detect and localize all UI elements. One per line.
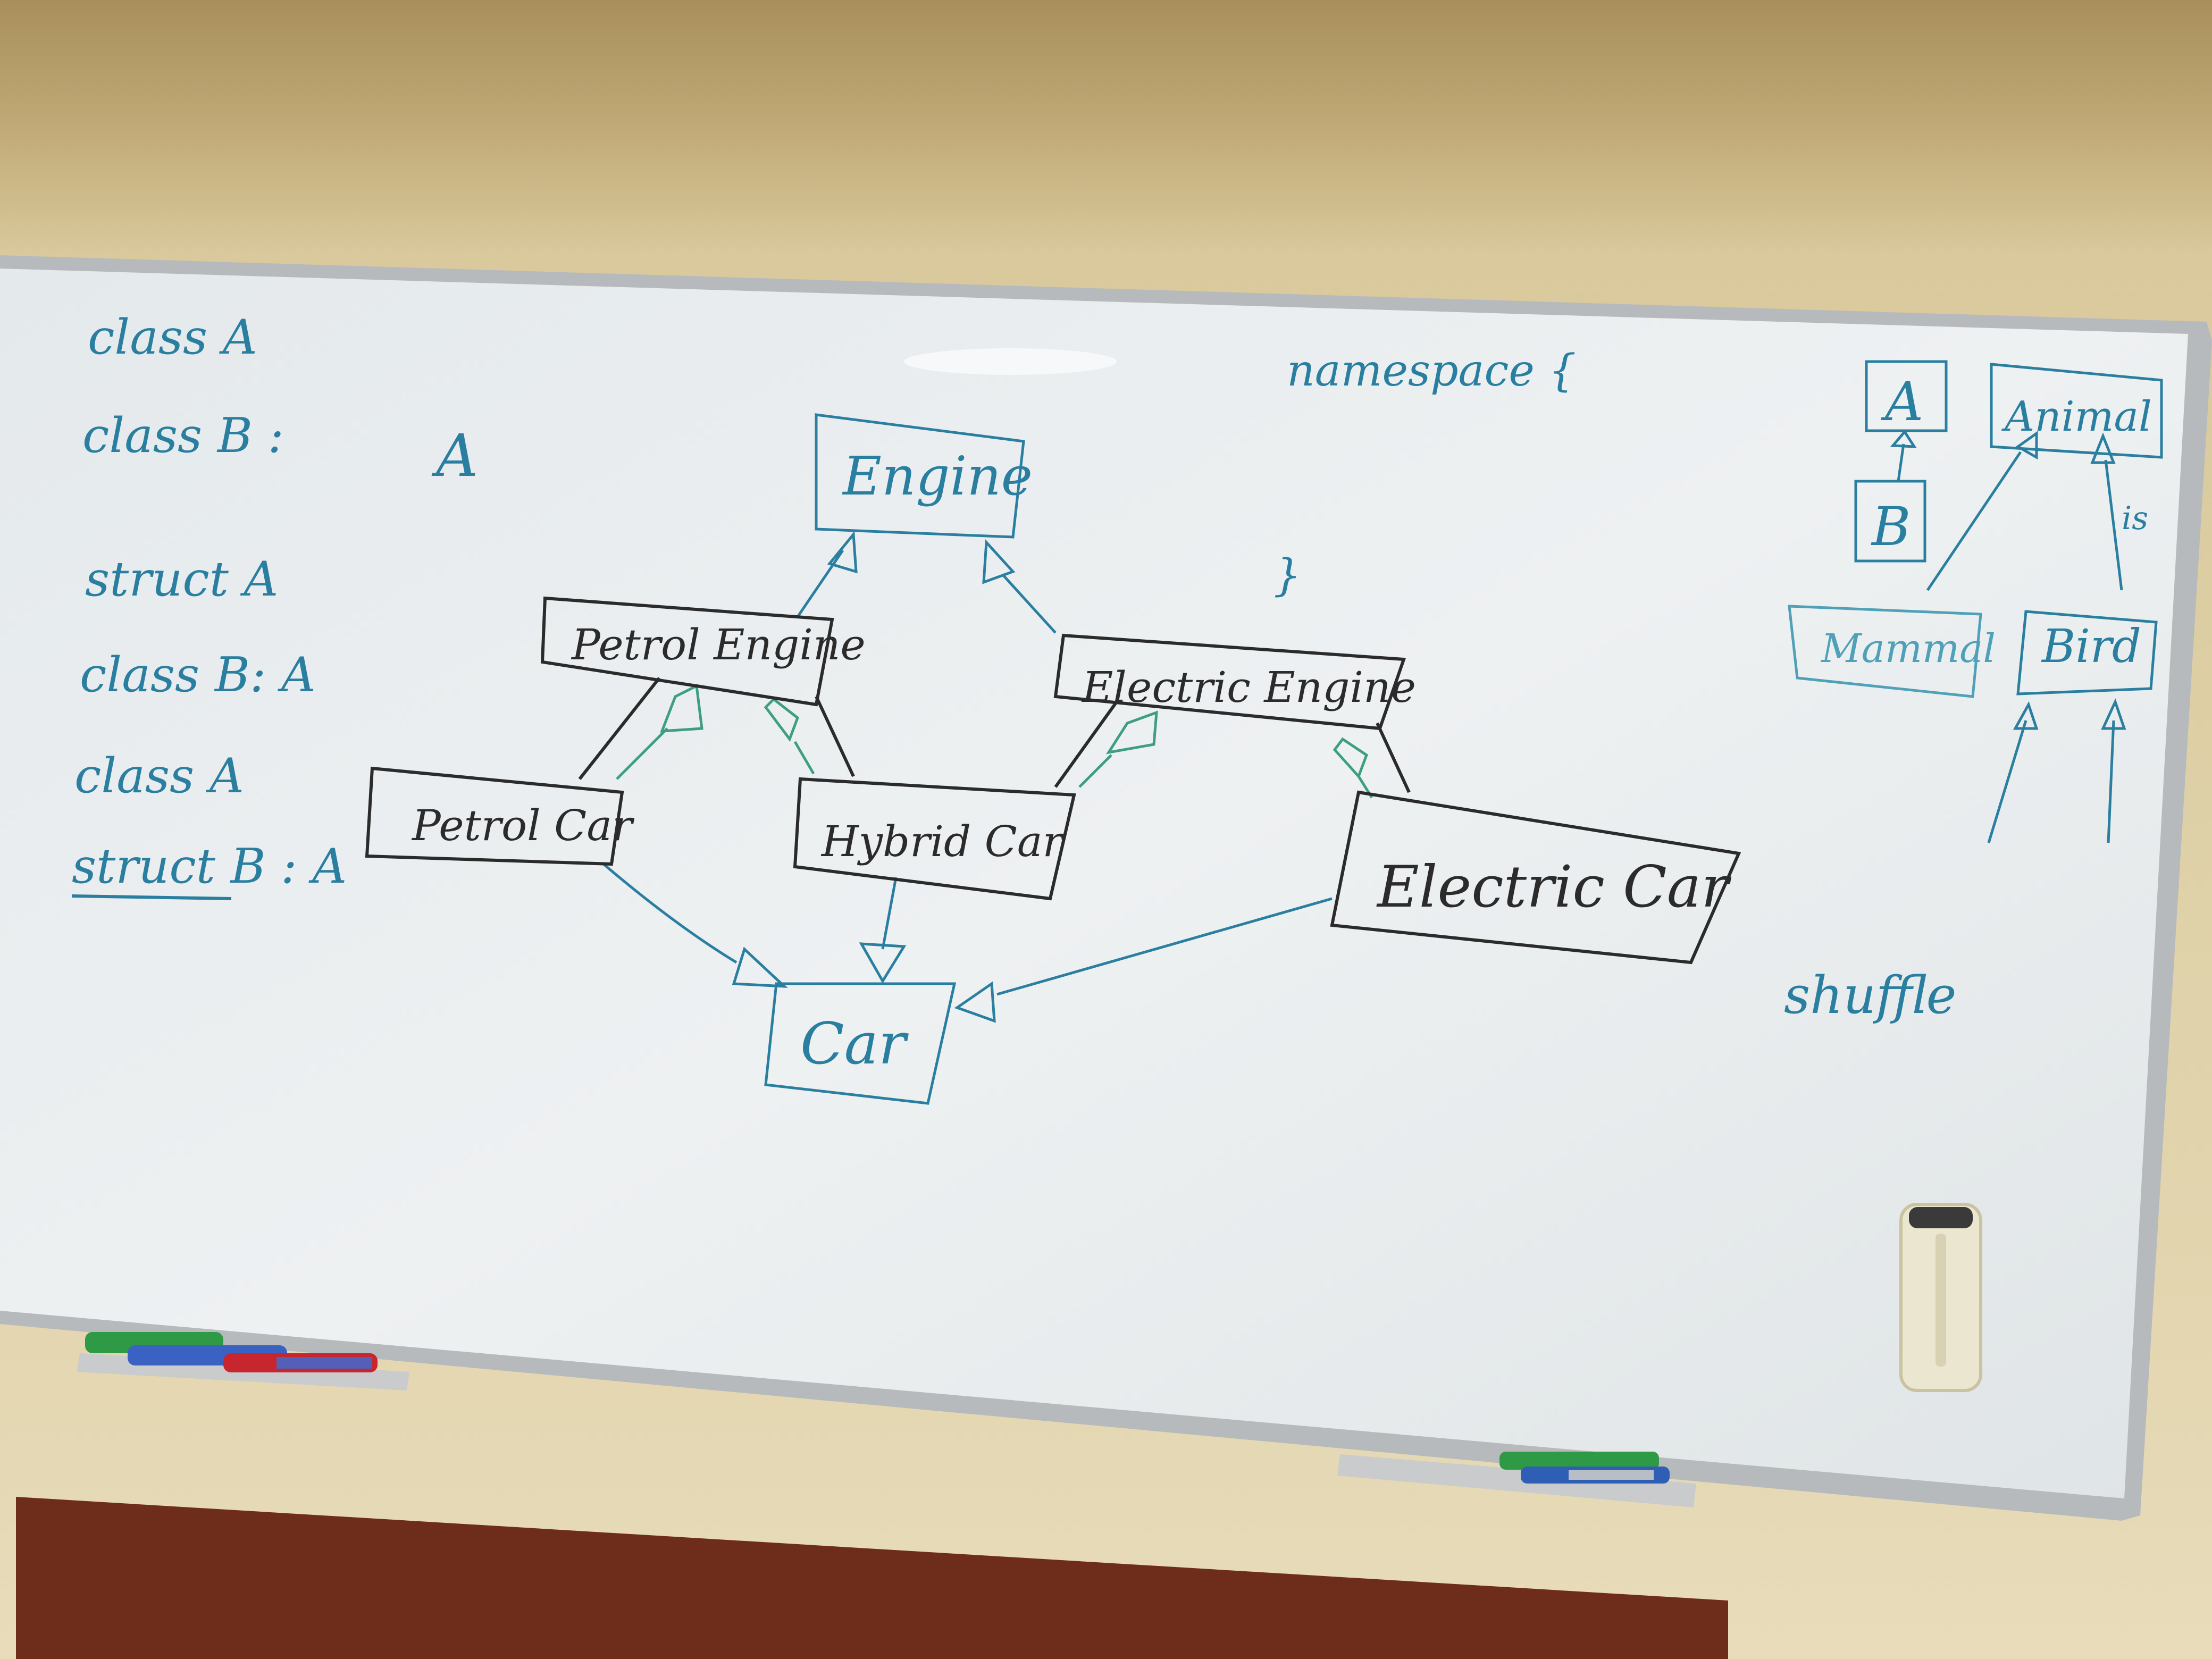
underline-struct bbox=[71, 894, 232, 900]
marker-tray-left bbox=[77, 1332, 409, 1390]
note-class-a: class A bbox=[88, 309, 257, 365]
note-a-standalone: A bbox=[431, 422, 478, 490]
marker-icon[interactable] bbox=[1499, 1452, 1659, 1470]
engine-label: Engine bbox=[842, 445, 1033, 507]
label-animal: Animal bbox=[2001, 393, 2152, 441]
petrol-engine-label: Petrol Engine bbox=[571, 620, 866, 669]
whiteboard-surface bbox=[0, 269, 2188, 1498]
eraser-icon[interactable] bbox=[1899, 1203, 1982, 1392]
box-b bbox=[1854, 480, 1926, 563]
glare bbox=[904, 348, 1117, 375]
namespace-close: } bbox=[1273, 550, 1301, 601]
electric-car-box bbox=[1330, 790, 1741, 965]
car-box bbox=[764, 982, 957, 1105]
electric-engine-box bbox=[1053, 633, 1406, 731]
label-mammal: Mammal bbox=[1820, 626, 1996, 672]
label-b: B bbox=[1871, 496, 1911, 558]
car-label: Car bbox=[800, 1011, 909, 1077]
note-struct-a: struct A bbox=[85, 551, 279, 607]
label-is: is bbox=[2122, 500, 2148, 537]
electric-car-label: Electric Car bbox=[1376, 854, 1731, 920]
petrol-engine-box bbox=[540, 596, 834, 707]
label-shuffle: shuffle bbox=[1784, 966, 1956, 1025]
label-bird: Bird bbox=[2041, 620, 2141, 673]
namespace-open: namespace { bbox=[1287, 346, 1576, 396]
hybrid-car-box bbox=[793, 777, 1076, 901]
electric-engine-label: Electric Engine bbox=[1081, 663, 1416, 712]
hybrid-car-label: Hybrid Car bbox=[820, 817, 1066, 866]
box-bird bbox=[2016, 610, 2158, 696]
label-a: A bbox=[1881, 371, 1923, 433]
box-mammal bbox=[1788, 605, 1982, 698]
box-animal bbox=[1990, 363, 2163, 459]
engine-box bbox=[815, 413, 1025, 539]
note-class-a-2: class A bbox=[74, 748, 244, 804]
petrol-car-label: Petrol Car bbox=[411, 801, 635, 850]
note-class-b-a: class B: A bbox=[80, 647, 316, 703]
marker-tray-right bbox=[1337, 1452, 1696, 1507]
petrol-car-box bbox=[365, 766, 624, 866]
note-struct-b-a: struct B : A bbox=[72, 839, 347, 894]
box-a bbox=[1865, 360, 1948, 432]
wood-panel bbox=[16, 1497, 1728, 1659]
note-class-b: class B : bbox=[82, 408, 284, 464]
